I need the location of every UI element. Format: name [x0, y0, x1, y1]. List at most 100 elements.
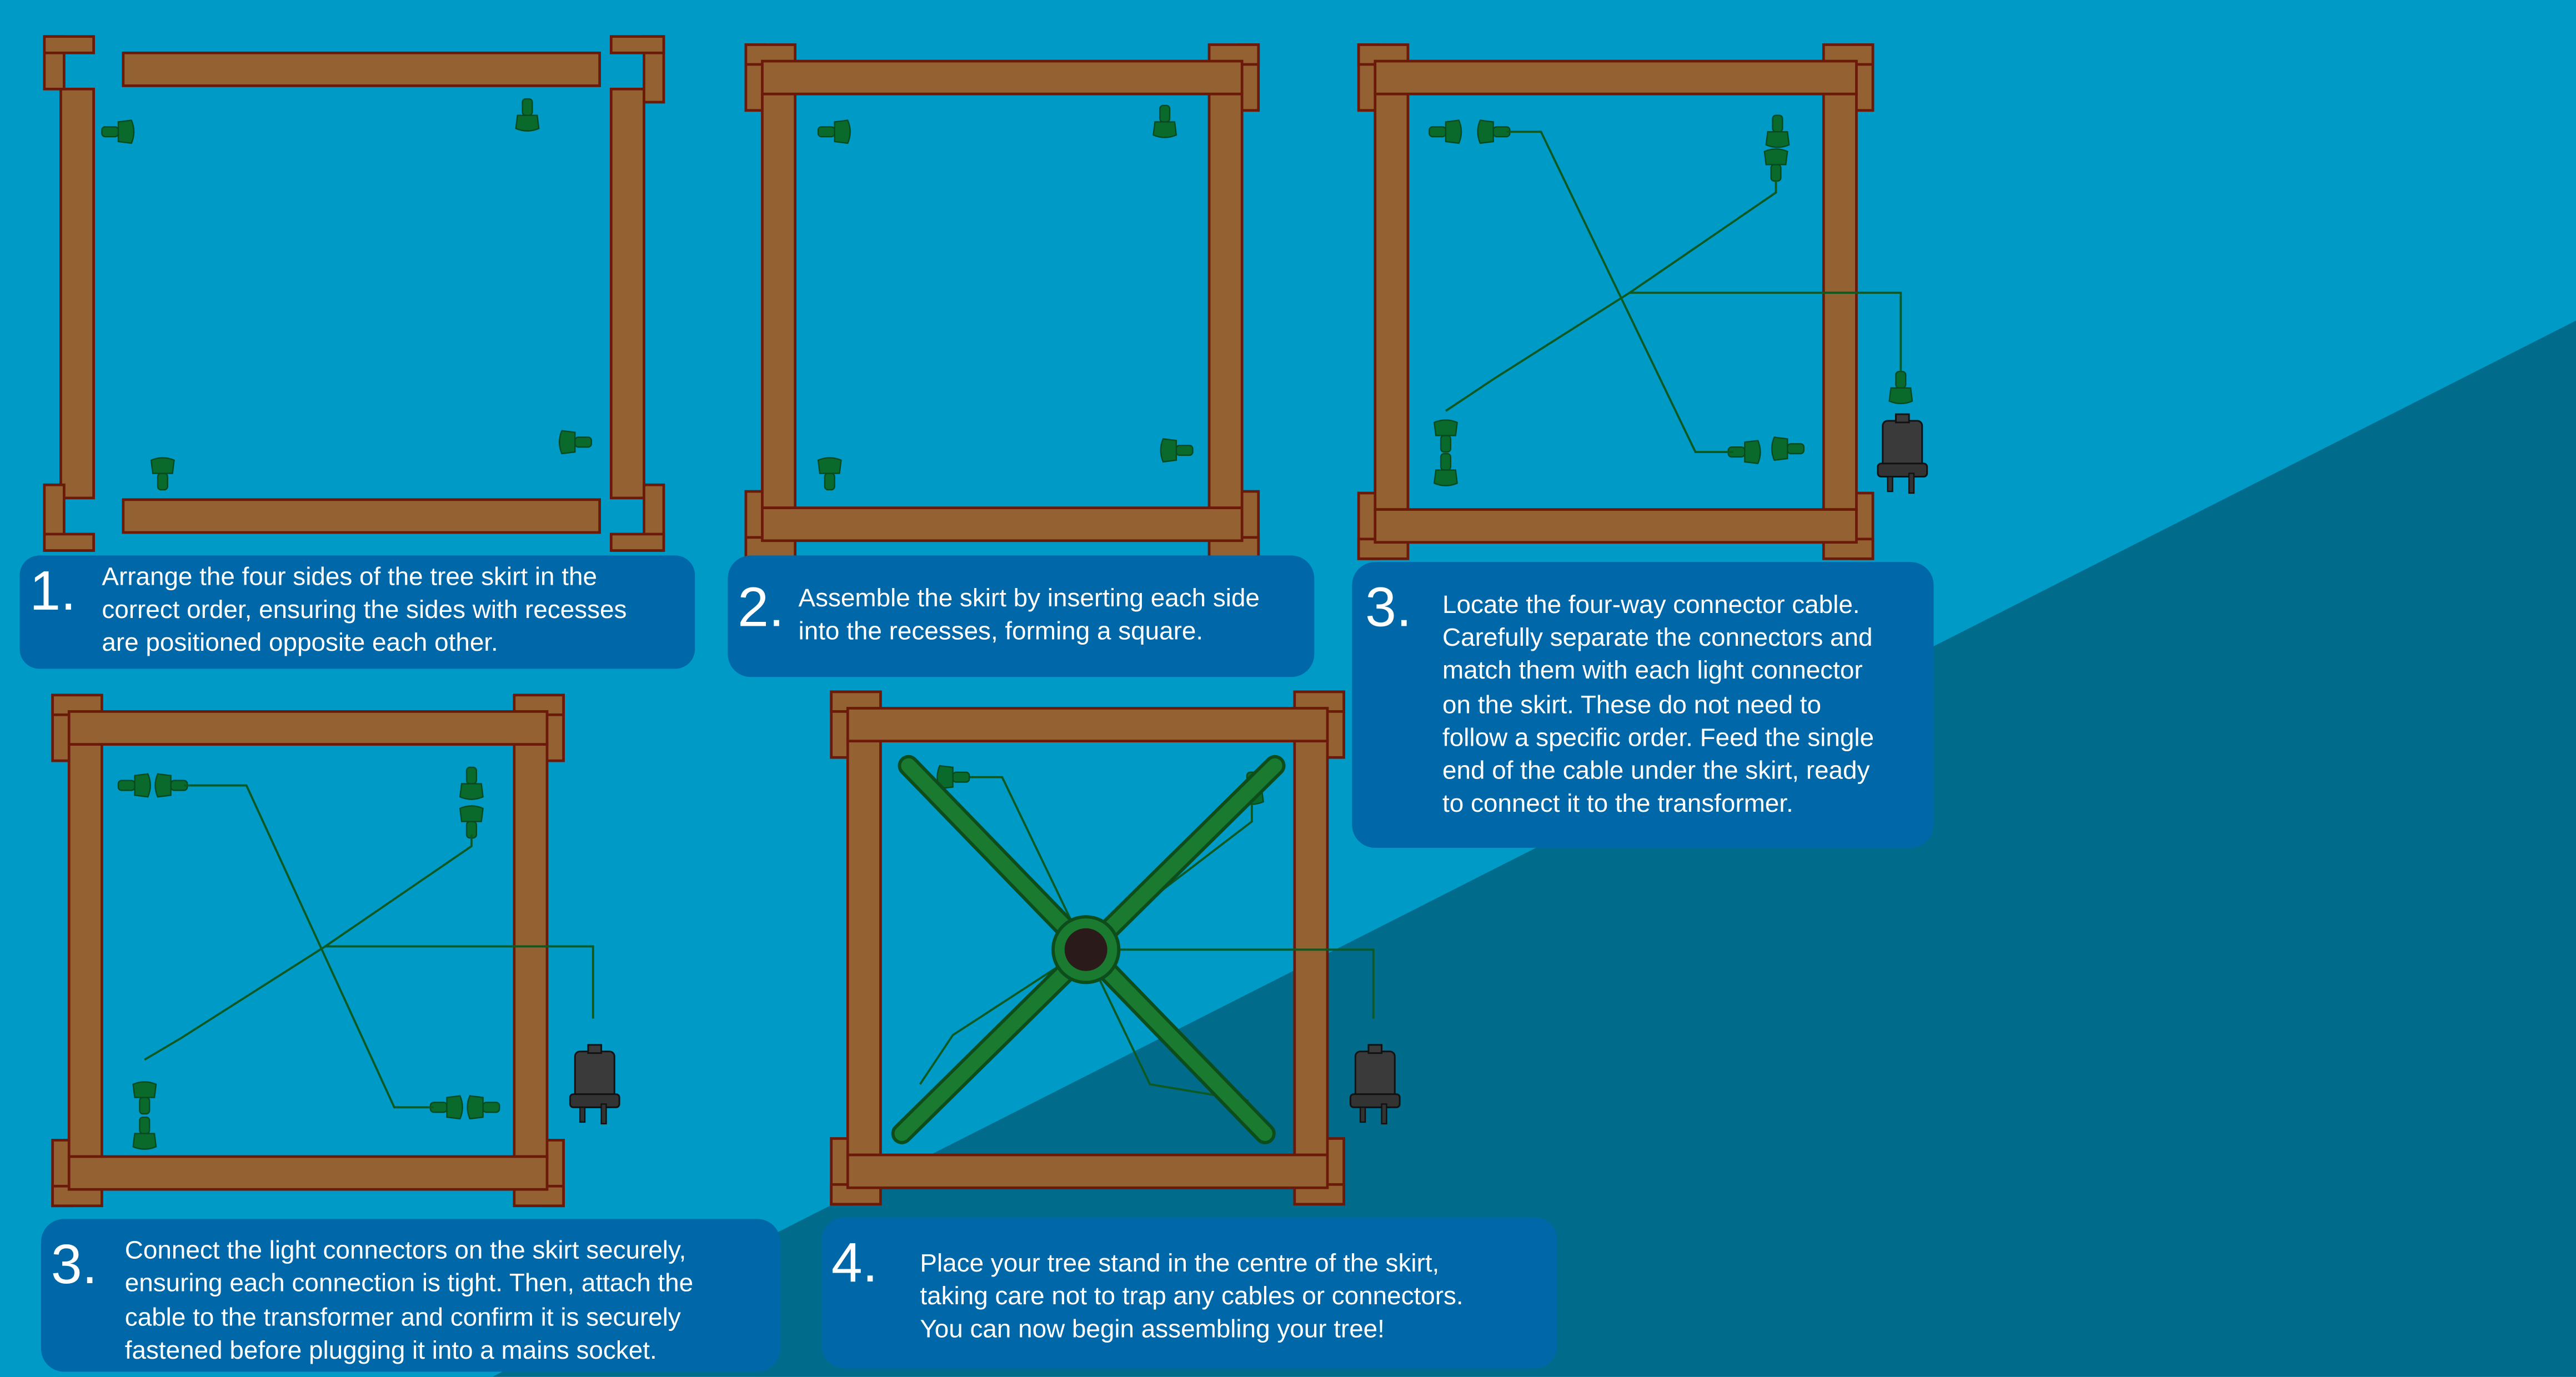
connector-head [1888, 387, 1913, 404]
side-right [1822, 92, 1858, 511]
side-right [513, 743, 549, 1158]
connector-head [1433, 469, 1458, 486]
connector-head [446, 1095, 463, 1120]
step-1-line: are positioned opposite each other. [102, 628, 498, 656]
side-top [846, 707, 1329, 743]
connector-neck [574, 436, 593, 448]
step-4-number: 4. [831, 1232, 878, 1294]
step-2-panel: 2. Assemble the skirt by inserting each … [728, 555, 1315, 677]
illustrations [43, 35, 1928, 1208]
transformer-socket [587, 1044, 603, 1054]
connector-head [154, 773, 172, 798]
connector-head [1445, 119, 1462, 144]
recess [43, 35, 95, 54]
light-connector-icon [1433, 419, 1458, 453]
side-right [609, 87, 645, 500]
light-connector-icon [817, 119, 851, 144]
corner-block [1293, 1183, 1345, 1206]
step-3b-panel: 3. Connect the light connectors on the s… [41, 1219, 781, 1372]
connector-neck [1440, 435, 1452, 453]
side-top [761, 59, 1244, 96]
cable [1630, 292, 1902, 372]
connector-head [1433, 419, 1458, 436]
connector-neck [157, 473, 168, 491]
side-right [1293, 740, 1329, 1157]
step-3b-line: Connect the light connectors on the skir… [125, 1235, 686, 1264]
step-2-line: Assemble the skirt by inserting each sid… [799, 584, 1260, 612]
transformer-socket [1367, 1044, 1383, 1054]
step-2-line: into the recesses, forming a square. [799, 616, 1204, 645]
step-4-illustration [830, 690, 1401, 1206]
light-connector-icon [154, 773, 188, 798]
step-2-box [728, 555, 1315, 677]
connector-head [459, 805, 484, 822]
light-connector-icon [1152, 104, 1177, 138]
plug-pin [1908, 473, 1915, 494]
connector-head [467, 1095, 484, 1120]
connector-head [1160, 438, 1177, 463]
connector-neck [139, 1116, 151, 1134]
cable [184, 784, 434, 1109]
connector-head [817, 457, 842, 474]
light-connector-icon [117, 773, 151, 798]
recess [609, 532, 665, 552]
step-3-number: 3. [1365, 576, 1412, 639]
plug-pin [1381, 1103, 1387, 1125]
light-connector-icon [101, 119, 135, 144]
connector-neck [1175, 445, 1194, 456]
side-top [122, 51, 602, 87]
transformer-base [1349, 1093, 1401, 1108]
side-bottom [67, 1155, 549, 1191]
side-right [1207, 92, 1244, 509]
step-4-line: You can now begin assembling your tree! [920, 1314, 1384, 1343]
side-top [67, 710, 549, 746]
connector-head [459, 783, 484, 800]
step-3b-box [41, 1219, 781, 1372]
connector-head [1744, 440, 1761, 465]
connector-neck [139, 1097, 151, 1115]
connector-neck [1787, 443, 1805, 455]
side-left [67, 743, 103, 1158]
light-connector-icon [515, 98, 540, 132]
connector-neck [117, 780, 136, 791]
transformer-icon [569, 1044, 620, 1125]
connector-head [1477, 119, 1494, 144]
recess [43, 483, 66, 539]
transformer-socket [1895, 413, 1910, 424]
step-3b-line: fastened before plugging it into a mains… [125, 1336, 657, 1364]
connector-neck [952, 771, 970, 783]
light-connector-icon [459, 766, 484, 800]
recess [43, 532, 95, 552]
connector-head [1771, 436, 1788, 461]
step-1-box [19, 555, 695, 669]
step-3-line: Carefully separate the connectors and [1442, 623, 1872, 651]
recess [609, 35, 665, 54]
side-top [1374, 59, 1858, 96]
step-2-illustration [744, 43, 1260, 559]
plug-pin [1887, 476, 1893, 492]
step-1-line: Arrange the four sides of the tree skirt… [102, 562, 597, 591]
transformer-icon [1349, 1044, 1401, 1125]
plug-pin [600, 1103, 607, 1125]
transformer-base [1877, 463, 1928, 478]
step-4-panel: 4. Place your tree stand in the centre o… [821, 1217, 1558, 1369]
side-left [761, 92, 796, 509]
step-1-illustration [43, 35, 665, 552]
connector-neck [1770, 164, 1782, 182]
light-connector-icon [1765, 114, 1790, 148]
connector-head [134, 773, 151, 798]
connector-head [117, 119, 135, 144]
light-connector-icon [1429, 119, 1462, 144]
connector-neck [817, 126, 835, 138]
side-bottom [122, 498, 602, 534]
light-connector-icon [150, 457, 175, 491]
step-4-box [821, 1217, 1558, 1369]
step-3b-number: 3. [51, 1233, 98, 1295]
light-connector-icon [132, 1081, 157, 1115]
transformer-icon [1877, 413, 1928, 494]
step-3b-line: ensuring each connection is tight. Then,… [125, 1269, 693, 1297]
stand-socket [1064, 928, 1107, 971]
step-4-line: taking care not to trap any cables or co… [920, 1281, 1463, 1310]
step-3b-line: cable to the transformer and confirm it … [125, 1303, 681, 1331]
connector-neck [1159, 104, 1171, 123]
